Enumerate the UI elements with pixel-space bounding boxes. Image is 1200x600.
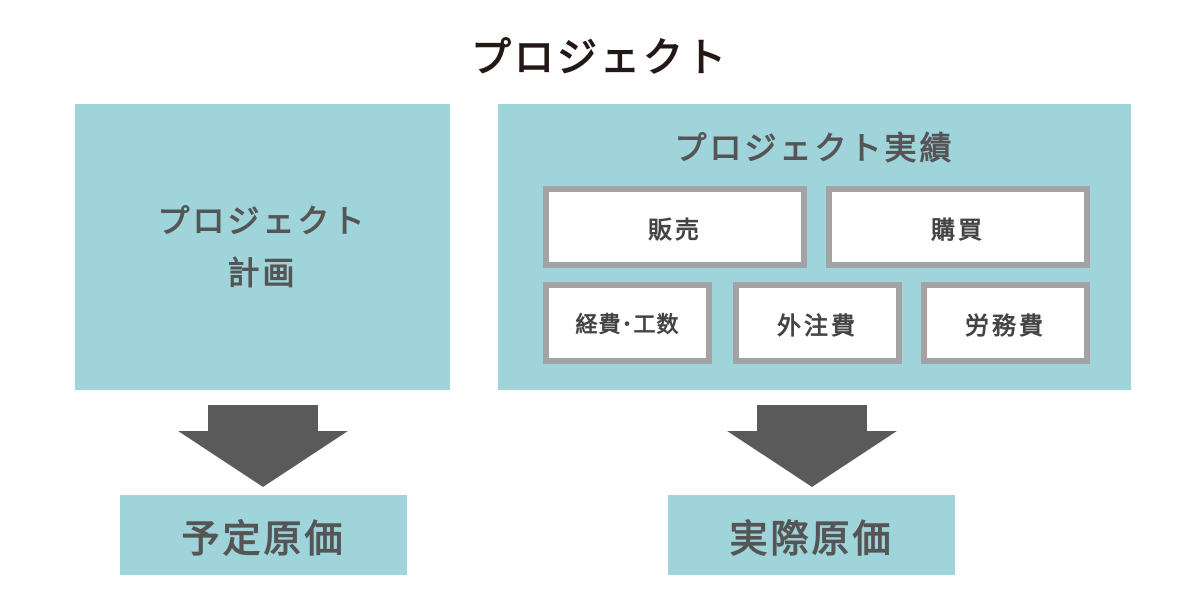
- planned-cost-box: 予定原価: [120, 495, 407, 575]
- arrow-down-icon: [178, 405, 348, 487]
- sales-box: 販売: [543, 186, 807, 268]
- project-plan-panel: プロジェクト 計画: [75, 104, 450, 390]
- actual-cost-box: 実際原価: [668, 495, 955, 575]
- labor-cost-box: 労務費: [921, 282, 1090, 364]
- arrow-down-icon: [727, 405, 897, 487]
- arrow-down-shape: [178, 405, 348, 487]
- expense-workload-box: 経費･工数: [543, 282, 712, 364]
- diagram-title: プロジェクト: [471, 35, 729, 81]
- project-plan-label-line2: 計画: [227, 254, 298, 292]
- arrow-down-shape: [727, 405, 897, 487]
- project-actual-panel: プロジェクト実績 販売 購買 経費･工数 外注費 労務費: [498, 104, 1131, 390]
- project-plan-label-line1: プロジェクト: [157, 202, 368, 240]
- outsourcing-cost-box: 外注費: [733, 282, 902, 364]
- purchase-box: 購買: [826, 186, 1090, 268]
- project-actual-title: プロジェクト実績: [674, 129, 955, 167]
- project-plan-label: プロジェクト 計画: [157, 195, 367, 299]
